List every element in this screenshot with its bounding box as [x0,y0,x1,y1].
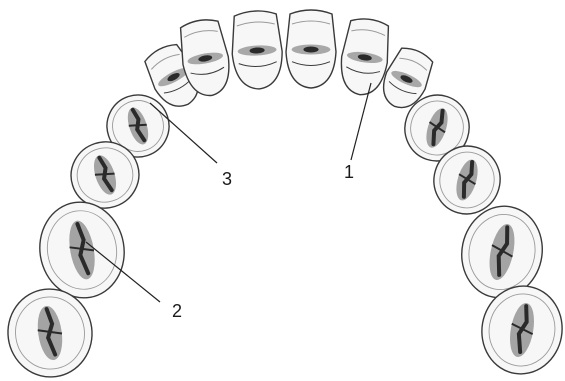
callout-label-c3: 3 [222,169,232,189]
tooth-left-central-incisor-b [286,10,336,88]
callout-label-c1: 1 [344,162,354,182]
tooth-arch [2,10,565,381]
callout-label-c2: 2 [172,301,182,321]
tooth-left-first-molar [32,195,131,304]
tooth-left-central-incisor-a [230,10,284,91]
